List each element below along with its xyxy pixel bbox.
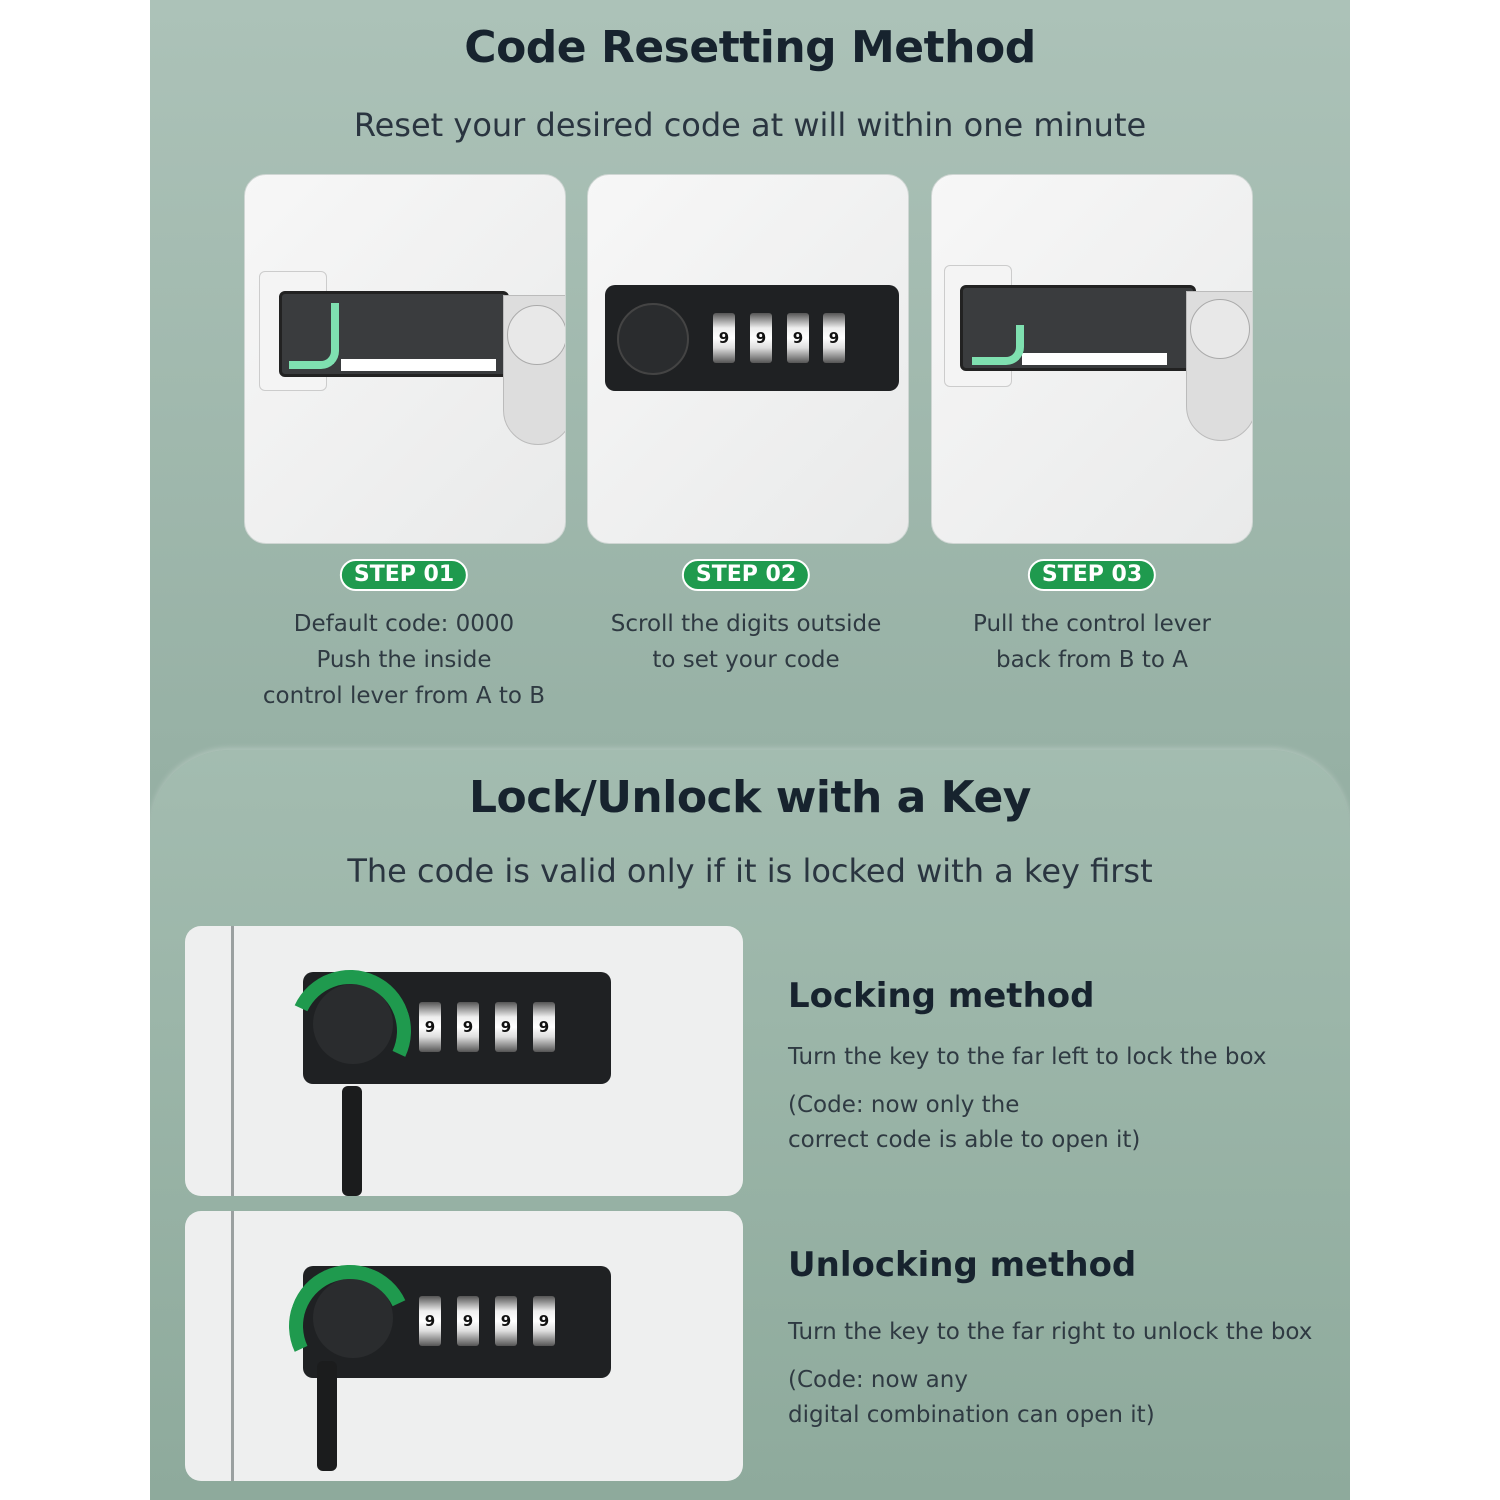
step-2-image: 9 9 9 9 [587, 174, 909, 544]
dial-wheel[interactable]: 9 [823, 313, 845, 363]
section-subtitle: Reset your desired code at will within o… [353, 106, 1147, 144]
dial-wheel[interactable]: 9 [457, 1296, 479, 1346]
line: Default code: 0000 [293, 611, 515, 637]
arrow-up-icon [289, 303, 339, 369]
dial-wheel[interactable]: 9 [713, 313, 735, 363]
section-subtitle: The code is valid only if it is locked w… [347, 852, 1153, 890]
arrow-back-icon [972, 325, 1024, 365]
step-1-description: Default code: 0000 Push the inside contr… [234, 606, 574, 714]
unlocking-text: Turn the key to the far right to unlock … [788, 1319, 1313, 1345]
unlocking-title: Unlocking method [788, 1245, 1137, 1285]
dial-wheel[interactable]: 9 [419, 1296, 441, 1346]
step-1-badge: STEP 01 [339, 559, 469, 591]
line: back from B to A [995, 647, 1189, 673]
line: Pull the control lever [973, 611, 1211, 637]
dial-wheel[interactable]: 9 [457, 1002, 479, 1052]
step-3-image [931, 174, 1253, 544]
dial-wheel[interactable]: 9 [495, 1296, 517, 1346]
line: digital combination can open it) [788, 1402, 1155, 1428]
dial-wheel[interactable]: 9 [533, 1296, 555, 1346]
dial-wheel[interactable]: 9 [533, 1002, 555, 1052]
locking-note: (Code: now only the correct code is able… [788, 1088, 1140, 1158]
section-title: Code Resetting Method [464, 22, 1036, 73]
step-2-description: Scroll the digits outside to set your co… [576, 606, 916, 678]
section-title: Lock/Unlock with a Key [469, 772, 1031, 823]
line: (Code: now only the [788, 1092, 1020, 1118]
locking-text: Turn the key to the far left to lock the… [788, 1044, 1267, 1070]
key-icon [342, 1086, 362, 1196]
line: Push the inside [316, 647, 492, 673]
locking-title: Locking method [788, 976, 1095, 1016]
locking-image: 9 9 9 9 [185, 926, 743, 1196]
line: (Code: now any [788, 1367, 968, 1393]
dial-wheel[interactable]: 9 [495, 1002, 517, 1052]
key-icon [317, 1361, 337, 1471]
line: to set your code [652, 647, 840, 673]
line: correct code is able to open it) [788, 1127, 1141, 1153]
step-3-badge: STEP 03 [1027, 559, 1157, 591]
step-1-image [244, 174, 566, 544]
dial-wheel[interactable]: 9 [419, 1002, 441, 1052]
step-2-badge: STEP 02 [681, 559, 811, 591]
line: Scroll the digits outside [610, 611, 882, 637]
dial-wheel[interactable]: 9 [750, 313, 772, 363]
line: control lever from A to B [262, 683, 546, 709]
keyhole-icon [617, 303, 689, 375]
step-3-description: Pull the control lever back from B to A [922, 606, 1262, 678]
unlocking-note: (Code: now any digital combination can o… [788, 1363, 1155, 1433]
dial-wheel[interactable]: 9 [787, 313, 809, 363]
unlocking-image: 9 9 9 9 [185, 1211, 743, 1481]
